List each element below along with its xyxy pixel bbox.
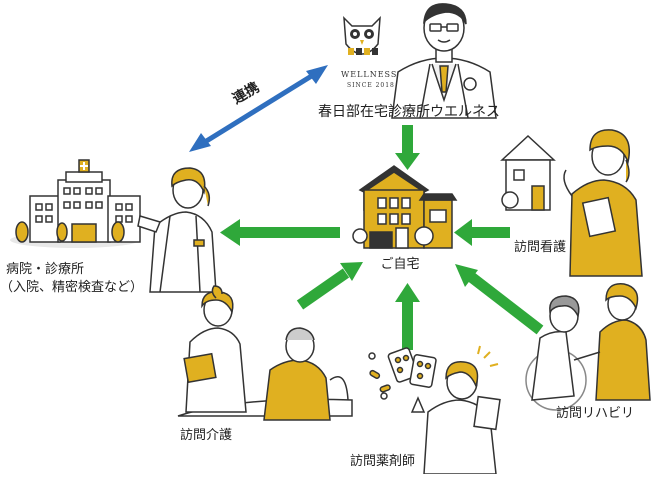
- arrow-care-to-home: [296, 262, 363, 310]
- hospital-label: 病院・診療所: [6, 262, 85, 277]
- clinic-title: 春日部在宅診療所ウエルネス: [318, 104, 500, 120]
- owl-icon: [343, 16, 381, 55]
- pharmacist-illustration: [368, 345, 501, 475]
- visiting-nurse-illustration: [500, 129, 643, 277]
- link-arrow: [189, 65, 328, 152]
- home-label: ご自宅: [380, 257, 420, 272]
- logo-brand: WELLNESS: [341, 70, 398, 79]
- home-illustration: [352, 165, 458, 249]
- doctor-illustration: [391, 3, 497, 119]
- hospital-nurse-illustration: [137, 167, 217, 293]
- rehab-label: 訪問リハビリ: [556, 406, 635, 421]
- care-label: 訪問介護: [180, 428, 233, 443]
- arrow-rehab-to-home: [455, 264, 544, 335]
- pharmacy-label: 訪問薬剤師: [350, 454, 416, 469]
- hospital-illustration: [10, 159, 141, 248]
- arrow-nursing-to-home: [454, 219, 510, 246]
- link-label: 連携: [230, 79, 263, 108]
- arrow-home-to-hospital: [220, 219, 340, 246]
- rehab-illustration: [525, 283, 651, 411]
- hospital-sublabel: （入院、精密検査など）: [0, 280, 144, 295]
- logo-since: SINCE 2018: [347, 82, 395, 89]
- arrow-pharmacy-to-home: [395, 283, 420, 350]
- arrow-clinic-to-home: [395, 125, 420, 170]
- nursing-label: 訪問看護: [514, 240, 567, 255]
- care-worker-illustration: [177, 285, 353, 421]
